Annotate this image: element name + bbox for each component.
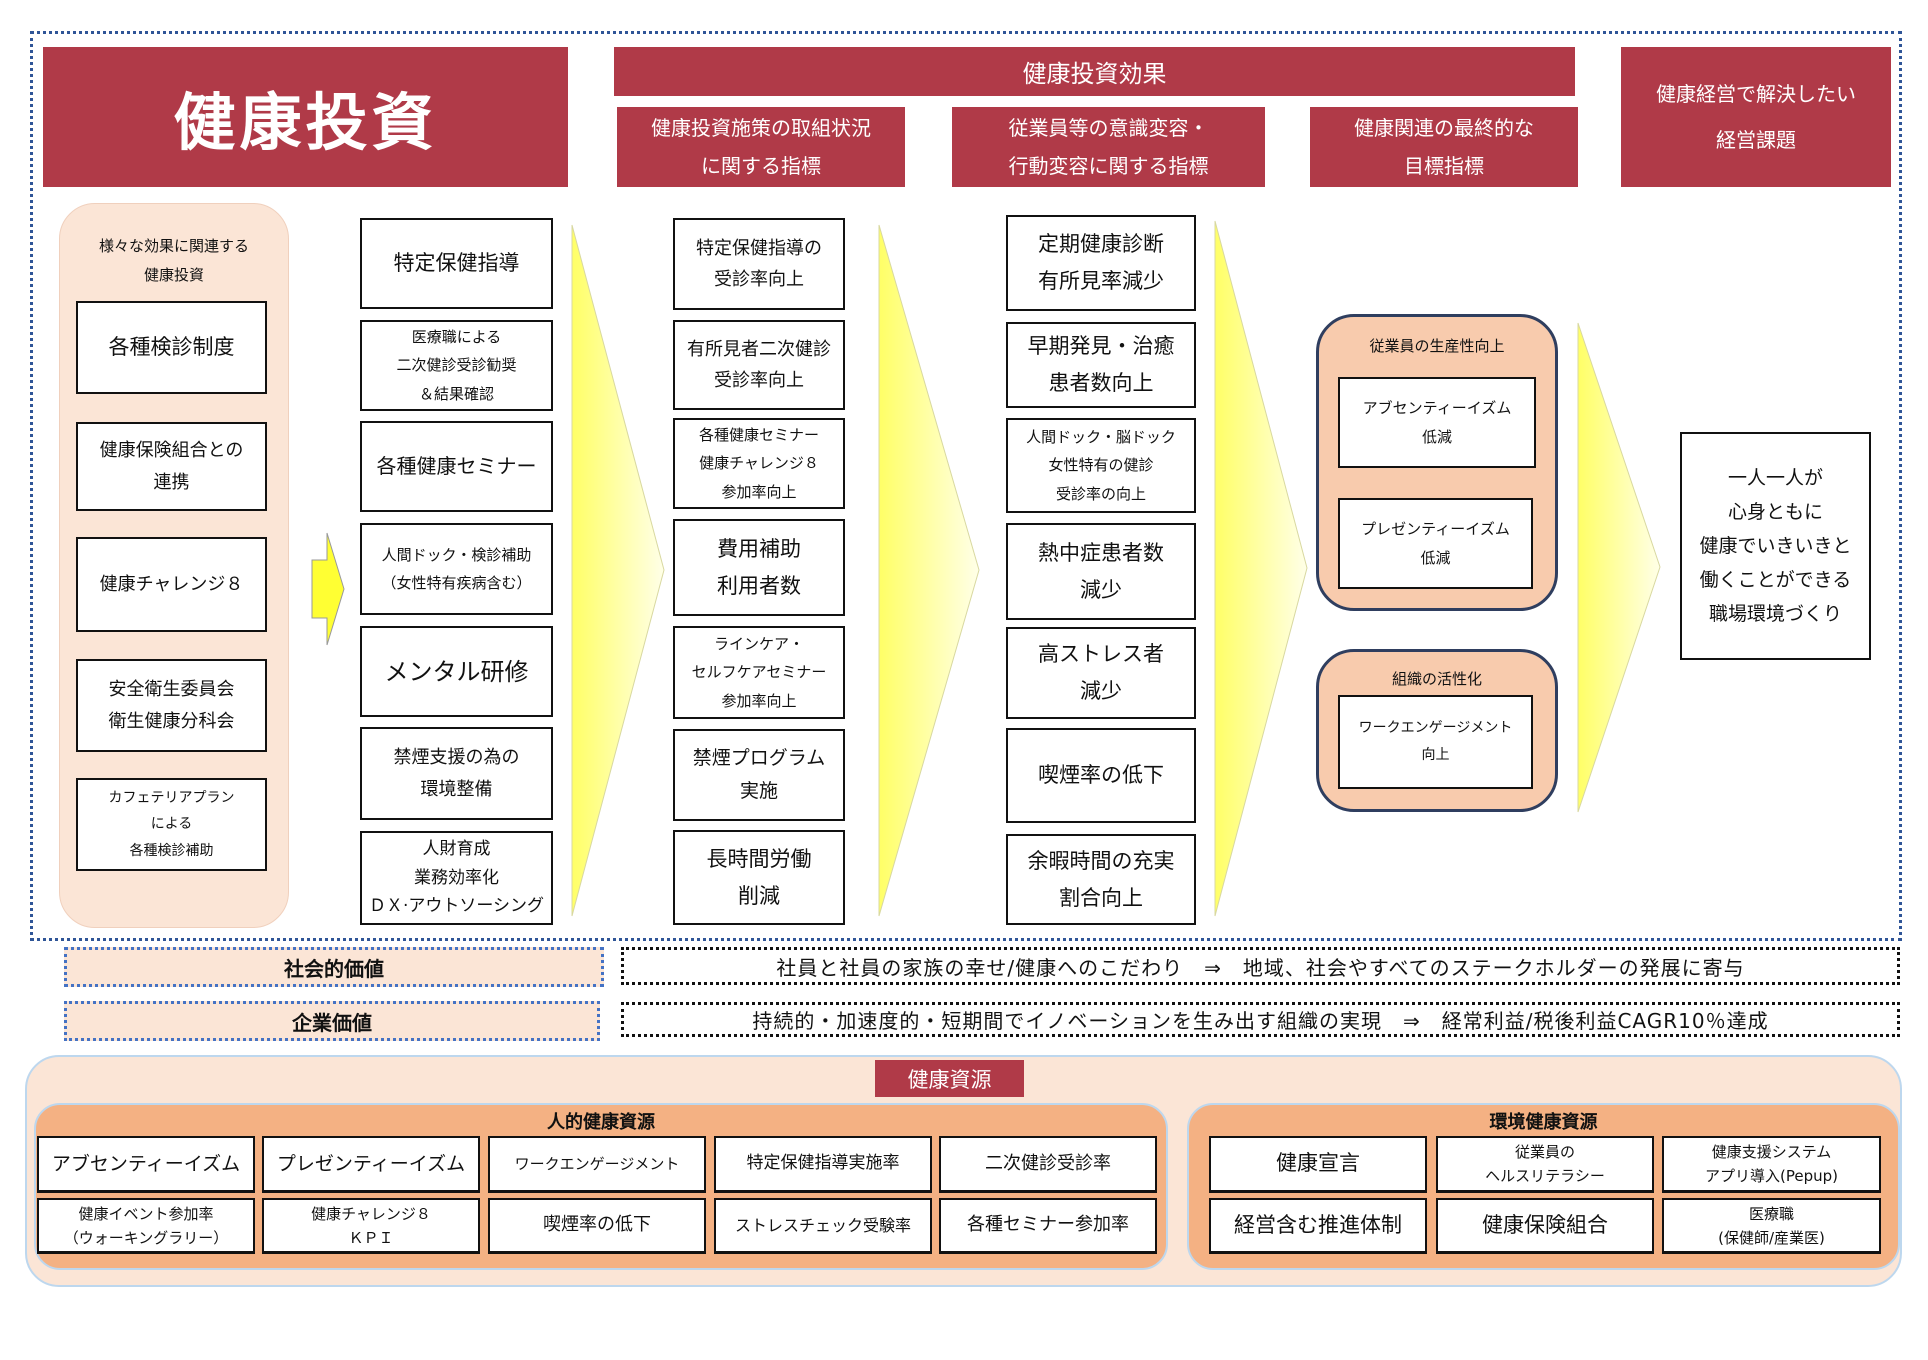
- social-value-text: 社員と社員の家族の幸せ/健康へのこだわり ⇒ 地域、社会やすべてのステークホルダ…: [621, 947, 1900, 985]
- main-title: 健康投資: [43, 47, 568, 187]
- investment-item: 健康保険組合との 連携: [76, 422, 267, 511]
- human-resources-title: 人的健康資源: [547, 1112, 655, 1133]
- investment-item: カフェテリアプラン による 各種検診補助: [76, 778, 267, 871]
- chevron-arrow-icon: [571, 224, 665, 917]
- investment-item: 安全衛生委員会 衛生健康分科会: [76, 659, 267, 752]
- human-resource-item: ストレスチェック受験率: [714, 1198, 932, 1254]
- investment-frame: [30, 31, 1902, 941]
- environment-resource-item: 経営含む推進体制: [1209, 1198, 1427, 1254]
- header-issues: 健康経営で解決したい 経営課題: [1621, 47, 1891, 187]
- chevron-arrow-icon: [1214, 220, 1308, 917]
- measure-item: 医療職による 二次健診受診勧奨 ＆結果確認: [360, 320, 553, 411]
- chevron-arrow-icon: [1577, 322, 1661, 813]
- behavior-item: 定期健康診断 有所見率減少: [1006, 215, 1196, 311]
- behavior-item: 喫煙率の低下: [1006, 728, 1196, 823]
- environment-resource-item: 健康支援システム アプリ導入(Pepup): [1662, 1136, 1881, 1193]
- measure-item: 人間ドック・検診補助 （女性特有疾病含む）: [360, 523, 553, 615]
- behavior-item: 余暇時間の充実 割合向上: [1006, 834, 1196, 925]
- environment-resources-title: 環境健康資源: [1489, 1112, 1598, 1133]
- human-resource-item: 健康イベント参加率 （ウォーキングラリー）: [37, 1198, 255, 1254]
- environment-resource-item: 医療職 (保健師/産業医): [1662, 1198, 1881, 1254]
- indicator-item: 禁煙プログラム 実施: [673, 729, 845, 821]
- goal-box: 一人一人が 心身ともに 健康でいきいきと 働くことができる 職場環境づくり: [1680, 432, 1871, 660]
- human-resource-item: 健康チャレンジ８ ＫＰＩ: [262, 1198, 480, 1254]
- social-value-label: 社会的価値: [64, 947, 604, 987]
- environment-resource-item: 従業員の ヘルスリテラシー: [1436, 1136, 1654, 1193]
- resources-title: 健康資源: [875, 1060, 1024, 1097]
- corporate-value-text: 持続的・加速度的・短期間でイノベーションを生み出す組織の実現 ⇒ 経常利益/税後…: [621, 1002, 1900, 1037]
- human-resource-item: ワークエンゲージメント: [488, 1136, 706, 1193]
- indicator-item: 有所見者二次健診 受診率向上: [673, 320, 845, 410]
- indicator-item: 特定保健指導の 受診率向上: [673, 218, 845, 310]
- final-item: アブセンティーイズム 低減: [1338, 377, 1536, 468]
- behavior-item: 高ストレス者 減少: [1006, 627, 1196, 719]
- investments-caption: 様々な効果に関連する 健康投資: [98, 237, 249, 284]
- indicator-item: 各種健康セミナー 健康チャレンジ８ 参加率向上: [673, 418, 845, 509]
- human-resource-item: アブセンティーイズム: [37, 1136, 255, 1193]
- measure-item: メンタル研修: [360, 626, 553, 717]
- human-resource-item: 特定保健指導実施率: [714, 1136, 932, 1193]
- final-item: プレゼンティーイズム 低減: [1338, 498, 1533, 589]
- human-resource-item: 各種セミナー参加率: [939, 1198, 1157, 1254]
- human-resource-item: 喫煙率の低下: [488, 1198, 706, 1254]
- indicator-item: 費用補助 利用者数: [673, 519, 845, 616]
- chevron-arrow-icon: [878, 224, 980, 917]
- header-final: 健康関連の最終的な 目標指標: [1310, 107, 1578, 187]
- measure-item: 禁煙支援の為の 環境整備: [360, 727, 553, 820]
- investment-item: 各種検診制度: [76, 301, 267, 394]
- investment-item: 健康チャレンジ８: [76, 537, 267, 632]
- human-resource-item: 二次健診受診率: [939, 1136, 1157, 1193]
- environment-resource-item: 健康保険組合: [1436, 1198, 1654, 1254]
- indicator-item: ラインケア・ セルフケアセミナー 参加率向上: [673, 626, 845, 719]
- indicator-item: 長時間労働 削減: [673, 830, 845, 925]
- small-arrow-icon: [311, 532, 345, 646]
- final-item: ワークエンゲージメント 向上: [1338, 695, 1533, 789]
- environment-resource-item: 健康宣言: [1209, 1136, 1427, 1193]
- human-resource-item: プレゼンティーイズム: [262, 1136, 480, 1193]
- behavior-item: 人間ドック・脳ドック 女性特有の健診 受診率の向上: [1006, 418, 1196, 513]
- measure-item: 各種健康セミナー: [360, 421, 553, 512]
- header-behavior: 従業員等の意識変容・ 行動変容に関する指標: [952, 107, 1265, 187]
- productivity-group-title: 従業員の生産性向上: [1369, 337, 1505, 355]
- behavior-item: 熱中症患者数 減少: [1006, 523, 1196, 620]
- corporate-value-label: 企業価値: [64, 1001, 600, 1041]
- measure-item: 特定保健指導: [360, 218, 553, 309]
- organization-group-title: 組織の活性化: [1391, 670, 1482, 688]
- measure-item: 人財育成 業務効率化 ＤＸ·アウトソーシング: [360, 831, 553, 925]
- header-measures: 健康投資施策の取組状況 に関する指標: [617, 107, 905, 187]
- behavior-item: 早期発見・治癒 患者数向上: [1006, 322, 1196, 408]
- effects-title: 健康投資効果: [614, 47, 1575, 96]
